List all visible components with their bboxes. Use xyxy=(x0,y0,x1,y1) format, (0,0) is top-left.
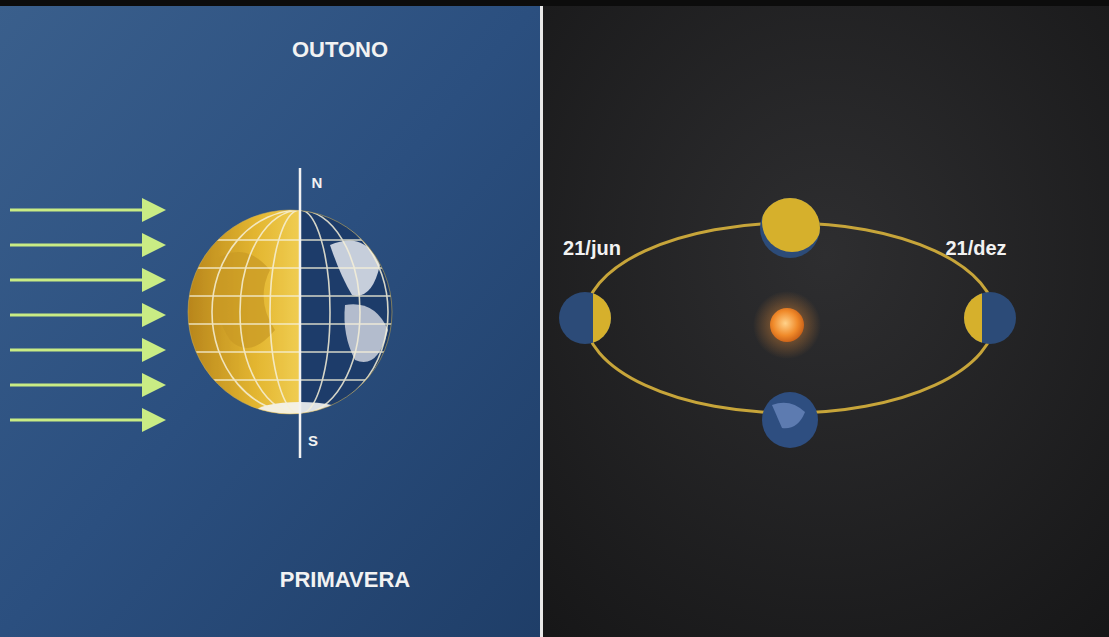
pole-label: N xyxy=(312,174,323,191)
season-label: OUTONO xyxy=(292,37,388,63)
date-label: 21/dez xyxy=(945,237,1006,260)
season-label: PRIMAVERA xyxy=(280,567,410,593)
date-label: 21/jun xyxy=(563,237,621,260)
pole-label: S xyxy=(308,432,318,449)
